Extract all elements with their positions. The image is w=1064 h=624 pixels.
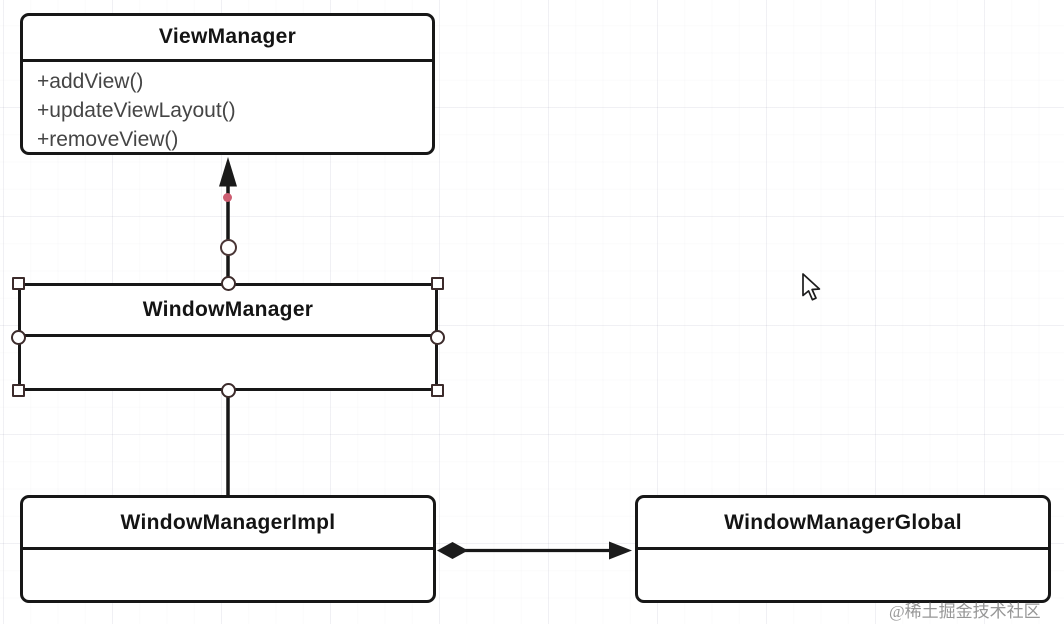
connection-point-bottom-center[interactable] — [220, 382, 236, 398]
class-box-viewmanager[interactable]: ViewManager +addView() +updateViewLayout… — [20, 13, 435, 155]
class-title-windowmanager: WindowManager — [21, 286, 435, 337]
resize-handle-top-right[interactable] — [430, 276, 444, 290]
connector-waypoint-dot[interactable] — [223, 193, 232, 202]
class-title-windowmanagerimpl: WindowManagerImpl — [23, 498, 433, 550]
connection-point-right-middle[interactable] — [429, 329, 445, 345]
connector-endpoint-handle[interactable] — [219, 238, 237, 256]
method-removeview: +removeView() — [37, 127, 179, 151]
resize-handle-bottom-right[interactable] — [430, 383, 444, 397]
connector-inheritance-windowmanager-viewmanager[interactable] — [219, 157, 237, 282]
inheritance-arrowhead-icon — [219, 157, 237, 187]
class-title-viewmanager: ViewManager — [23, 16, 432, 62]
connection-point-top-center[interactable] — [220, 275, 236, 291]
resize-handle-bottom-left[interactable] — [11, 383, 25, 397]
class-body-windowmanager-empty — [21, 337, 435, 342]
composition-diamond-icon — [437, 542, 468, 559]
class-box-windowmanagerimpl[interactable]: WindowManagerImpl — [20, 495, 436, 603]
class-title-windowmanagerglobal: WindowManagerGlobal — [638, 498, 1048, 550]
mouse-cursor-icon — [802, 273, 821, 301]
class-body-windowmanagerimpl-empty — [23, 550, 433, 555]
connector-composition-impl-global[interactable] — [437, 541, 632, 560]
class-box-windowmanagerglobal[interactable]: WindowManagerGlobal — [635, 495, 1051, 603]
class-methods-viewmanager: +addView() +updateViewLayout() +removeVi… — [23, 62, 432, 154]
method-updateviewlayout: +updateViewLayout() — [37, 98, 236, 122]
association-arrowhead-icon — [609, 541, 632, 560]
class-box-windowmanager[interactable]: WindowManager — [18, 283, 438, 391]
class-body-windowmanagerglobal-empty — [638, 550, 1048, 555]
resize-handle-top-left[interactable] — [11, 276, 25, 290]
method-addview: +addView() — [37, 69, 144, 93]
connection-point-left-middle[interactable] — [10, 329, 26, 345]
watermark-text: @稀土掘金技术社区 — [889, 602, 1041, 621]
